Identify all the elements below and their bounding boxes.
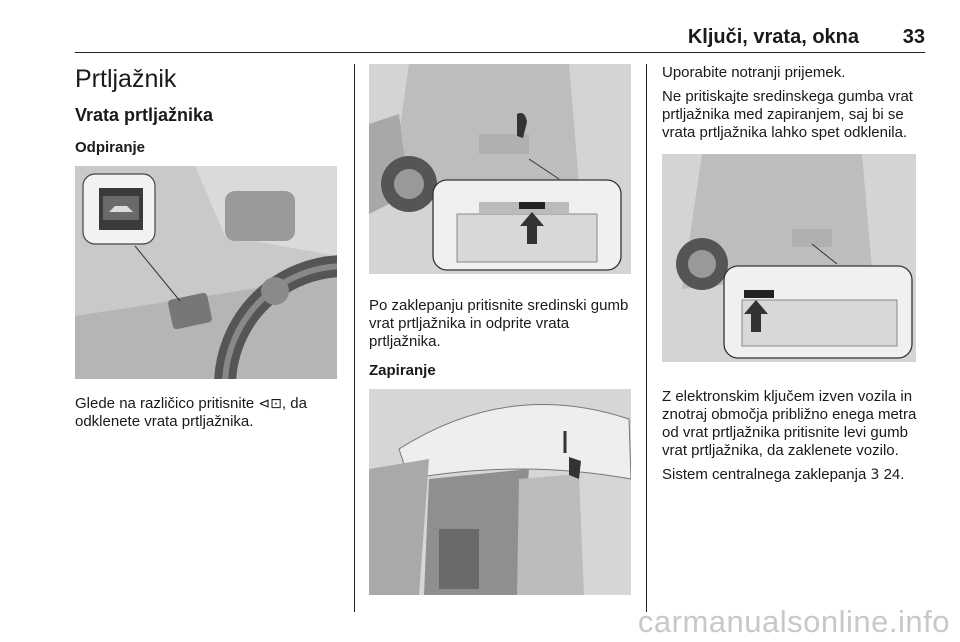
- opening-heading: Odpiranje: [75, 139, 146, 156]
- warning-paragraph: Ne pritiskajte sredinskega gumba vrat pr…: [662, 88, 913, 141]
- unlock-paragraph: Po zaklepanju pritisnite sredinski gumb …: [369, 297, 629, 350]
- opening-text-2: , da odklenete vrata prtljažnika.: [75, 395, 307, 430]
- door-panel-illustration: [75, 166, 337, 379]
- central-locking-page[interactable]: 24.: [883, 466, 905, 483]
- header-title: Ključi, vrata, okna: [687, 26, 859, 48]
- column-divider: [354, 64, 355, 612]
- closing-heading: Zapiranje: [369, 362, 436, 379]
- column-3: Uporabite notranji prijemek. Ne pritiska…: [662, 64, 928, 484]
- left-button-illustration: [662, 154, 916, 362]
- opening-text-1: Glede na različico pritisnite: [75, 395, 255, 412]
- section-title: Prtljažnik: [75, 65, 177, 93]
- column-2: Po zaklepanju pritisnite sredinski gumb …: [369, 64, 631, 595]
- tailgate-button-illustration: [369, 64, 631, 274]
- section-subtitle: Vrata prtljažnika: [75, 105, 214, 125]
- column-divider: [646, 64, 647, 612]
- central-locking-text: Sistem centralnega zaklepanja: [662, 466, 867, 483]
- page-reference-icon: 3: [870, 467, 880, 483]
- tailgate-key-icon: ⊲⊡: [258, 396, 282, 412]
- page-header: Ključi, vrata, okna 33: [75, 24, 925, 53]
- open-tailgate-illustration: [369, 389, 631, 595]
- opening-paragraph: Glede na različico pritisnite ⊲⊡, da odk…: [75, 395, 341, 431]
- watermark: carmanualsonline.info: [637, 604, 950, 639]
- central-locking-ref: Sistem centralnega zaklepanja 3 24.: [662, 466, 928, 484]
- lock-paragraph: Z elektronskim ključem izven vozila in z…: [662, 388, 917, 459]
- page-number: 33: [902, 26, 925, 48]
- handle-paragraph: Uporabite notranji prijemek.: [662, 64, 846, 81]
- column-1: Prtljažnik Vrata prtljažnika Odpiranje G…: [75, 64, 341, 431]
